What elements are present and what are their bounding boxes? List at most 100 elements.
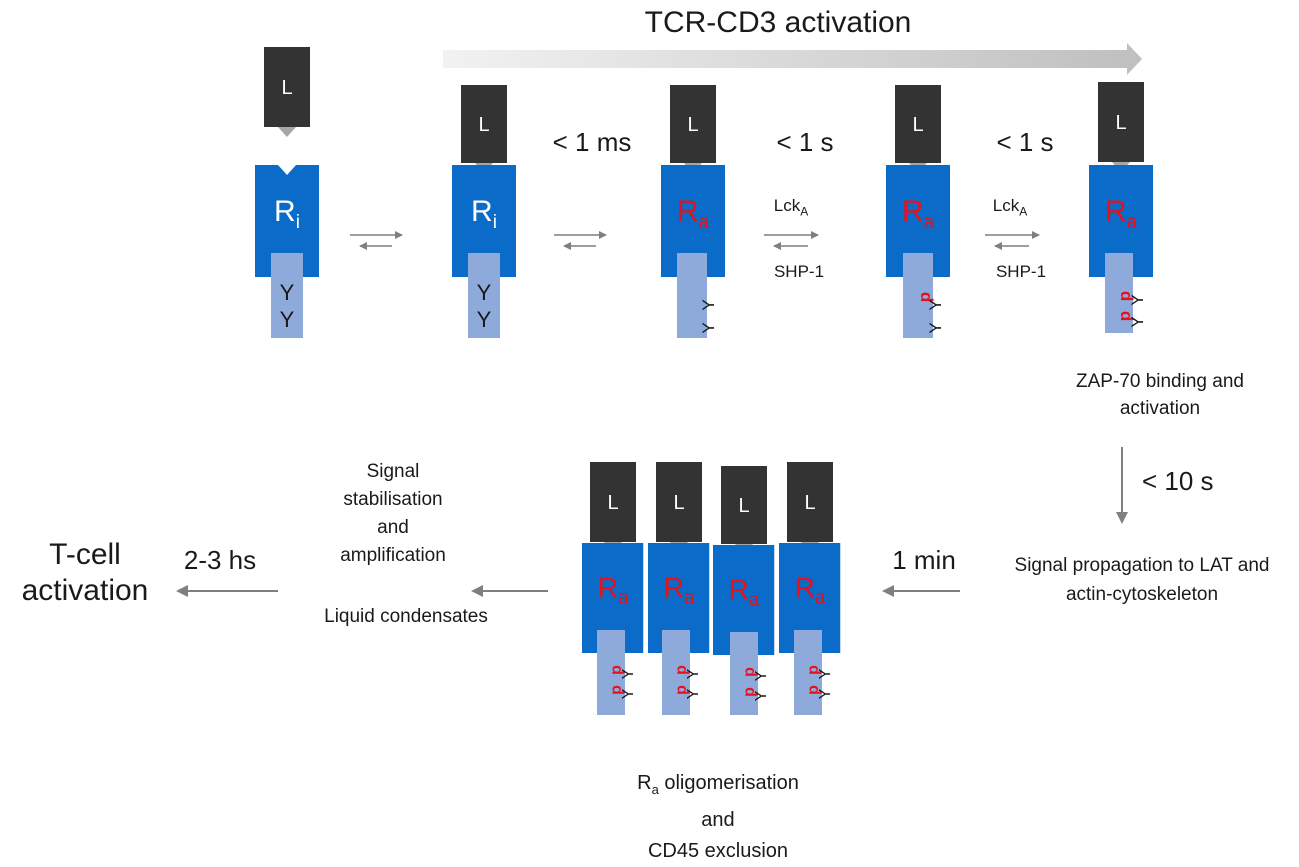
shp1-label-1: SHP-1 bbox=[773, 262, 825, 281]
receptor-subscript: a bbox=[814, 587, 826, 609]
stabilisation-line-3: and bbox=[377, 517, 409, 538]
cluster-ligand-4-block bbox=[787, 462, 833, 542]
cluster-ligand-1-block bbox=[590, 462, 636, 542]
cluster-ligand-3-label: L bbox=[738, 495, 749, 517]
ligand-3-label: L bbox=[687, 114, 698, 136]
receptor-label-1: Ri bbox=[274, 197, 300, 238]
cluster-tyrosine-4b: Y bbox=[817, 688, 834, 699]
tail-4 bbox=[903, 253, 933, 338]
cluster-tyrosine-2a: Y bbox=[685, 668, 702, 679]
phospho-4a: p bbox=[915, 292, 934, 302]
cluster-ligand-4-label: L bbox=[804, 492, 815, 514]
oligo-r-subscript: a bbox=[651, 782, 659, 797]
receptor-symbol: R bbox=[597, 572, 618, 603]
tyrosine-1a: Y bbox=[280, 280, 295, 305]
receptor-symbol: R bbox=[274, 195, 296, 228]
ligand-5-block bbox=[1098, 82, 1144, 162]
cluster-phospho-2b: p bbox=[673, 685, 690, 695]
oligo-r-symbol: R bbox=[637, 772, 652, 794]
cluster-tyrosine-4a: Y bbox=[817, 668, 834, 679]
cluster-phospho-2a: p bbox=[673, 665, 690, 675]
cluster-ligand-2-block bbox=[656, 462, 702, 542]
activation-banner-arrow bbox=[443, 43, 1142, 75]
ligand-5-label: L bbox=[1115, 112, 1126, 134]
stabilisation-line-2: stabilisation bbox=[343, 489, 443, 510]
tyrosine-3a: Y bbox=[699, 299, 718, 310]
tail-3 bbox=[677, 253, 707, 338]
receptor-1-body bbox=[255, 165, 319, 277]
receptor-subscript: a bbox=[617, 587, 629, 609]
receptor-symbol: R bbox=[676, 195, 699, 228]
cluster-tyrosine-2b: Y bbox=[685, 688, 702, 699]
tyrosine-5b: Y bbox=[1128, 316, 1147, 327]
ligand-4-label: L bbox=[912, 114, 923, 136]
timing-label-3: < 1 s bbox=[996, 127, 1054, 157]
tyrosine-1b: Y bbox=[280, 307, 295, 332]
cluster-phospho-4a: p bbox=[805, 665, 822, 675]
timing-label-6: 2-3 hs bbox=[183, 545, 257, 575]
receptor-subscript: i bbox=[492, 212, 497, 233]
oligomerisation-line-1: Ra oligomerisation bbox=[637, 768, 799, 805]
cluster-ligand-3-block bbox=[721, 466, 767, 544]
receptor-label-5: Ra bbox=[1105, 197, 1137, 238]
cluster-tail-4 bbox=[794, 630, 822, 715]
cluster-phospho-1b: p bbox=[608, 685, 625, 695]
oligomerisation-line-2: and bbox=[701, 809, 735, 831]
tyrosine-2b: Y bbox=[477, 307, 492, 332]
receptor-label-2: Ri bbox=[471, 197, 497, 238]
receptor-subscript: a bbox=[698, 212, 710, 233]
receptor-symbol: R bbox=[901, 195, 924, 228]
cluster-receptor-label-2: Ra bbox=[664, 573, 695, 614]
shp1-label-2: SHP-1 bbox=[995, 262, 1047, 281]
tail-2 bbox=[468, 253, 500, 338]
timing-label-2: < 1 s bbox=[776, 127, 834, 157]
ligand-1-tip bbox=[278, 127, 296, 137]
cluster-receptor-label-1: Ra bbox=[598, 573, 629, 614]
timing-label-1: < 1 ms bbox=[552, 127, 632, 157]
lck-subscript: A bbox=[800, 204, 809, 219]
lck-subscript: A bbox=[1019, 204, 1028, 219]
timing-label-5: 1 min bbox=[892, 545, 956, 575]
cluster-phospho-1a: p bbox=[608, 665, 625, 675]
liquid-condensates-label: Liquid condensates bbox=[324, 606, 488, 627]
cluster-tail-2 bbox=[662, 630, 690, 715]
receptor-subscript: i bbox=[295, 212, 300, 233]
ligand-1-label: L bbox=[281, 77, 292, 99]
lck-text: Lck bbox=[773, 196, 801, 215]
cluster-ligand-2-label: L bbox=[673, 492, 684, 514]
receptor-subscript: a bbox=[923, 212, 935, 233]
cluster-receptor-label-4: Ra bbox=[795, 573, 826, 614]
cluster-tyrosine-1a: Y bbox=[620, 668, 637, 679]
oligo-text: oligomerisation bbox=[658, 772, 799, 794]
diagram-title: TCR-CD3 activation bbox=[644, 6, 912, 39]
cluster-phospho-4b: p bbox=[805, 685, 822, 695]
ligand-2-block bbox=[461, 85, 507, 163]
receptor-symbol: R bbox=[794, 572, 815, 603]
ligand-4-block bbox=[895, 85, 941, 163]
phospho-5a: p bbox=[1115, 291, 1134, 301]
receptor-subscript: a bbox=[748, 589, 760, 611]
cluster-tyrosine-1b: Y bbox=[620, 688, 637, 699]
oligomerisation-line-3: CD45 exclusion bbox=[647, 840, 789, 862]
t-cell-activation-label: T-cell activation bbox=[21, 538, 149, 607]
tail-5 bbox=[1105, 253, 1133, 333]
tyrosine-5a: Y bbox=[1128, 294, 1147, 305]
receptor-symbol: R bbox=[1104, 195, 1127, 228]
stabilisation-label: Signal stabilisation and amplification bbox=[340, 458, 446, 570]
phospho-5b: p bbox=[1115, 311, 1134, 321]
receptor-symbol: R bbox=[728, 574, 749, 605]
ligand-3-block bbox=[670, 85, 716, 163]
stabilisation-line-1: Signal bbox=[366, 461, 420, 482]
lck-text: Lck bbox=[992, 196, 1020, 215]
cluster-ligand-1-label: L bbox=[607, 492, 618, 514]
tail-1 bbox=[271, 253, 303, 338]
cluster-tyrosine-3b: Y bbox=[753, 690, 770, 701]
receptor-label-4: Ra bbox=[902, 197, 934, 238]
cluster-tail-3 bbox=[730, 632, 758, 715]
lck-label-2: LckA bbox=[993, 196, 1027, 218]
cluster-phospho-3a: p bbox=[741, 667, 758, 677]
ligand-2-label: L bbox=[478, 114, 489, 136]
stabilisation-line-4: amplification bbox=[340, 545, 446, 566]
tyrosine-2a: Y bbox=[477, 280, 492, 305]
